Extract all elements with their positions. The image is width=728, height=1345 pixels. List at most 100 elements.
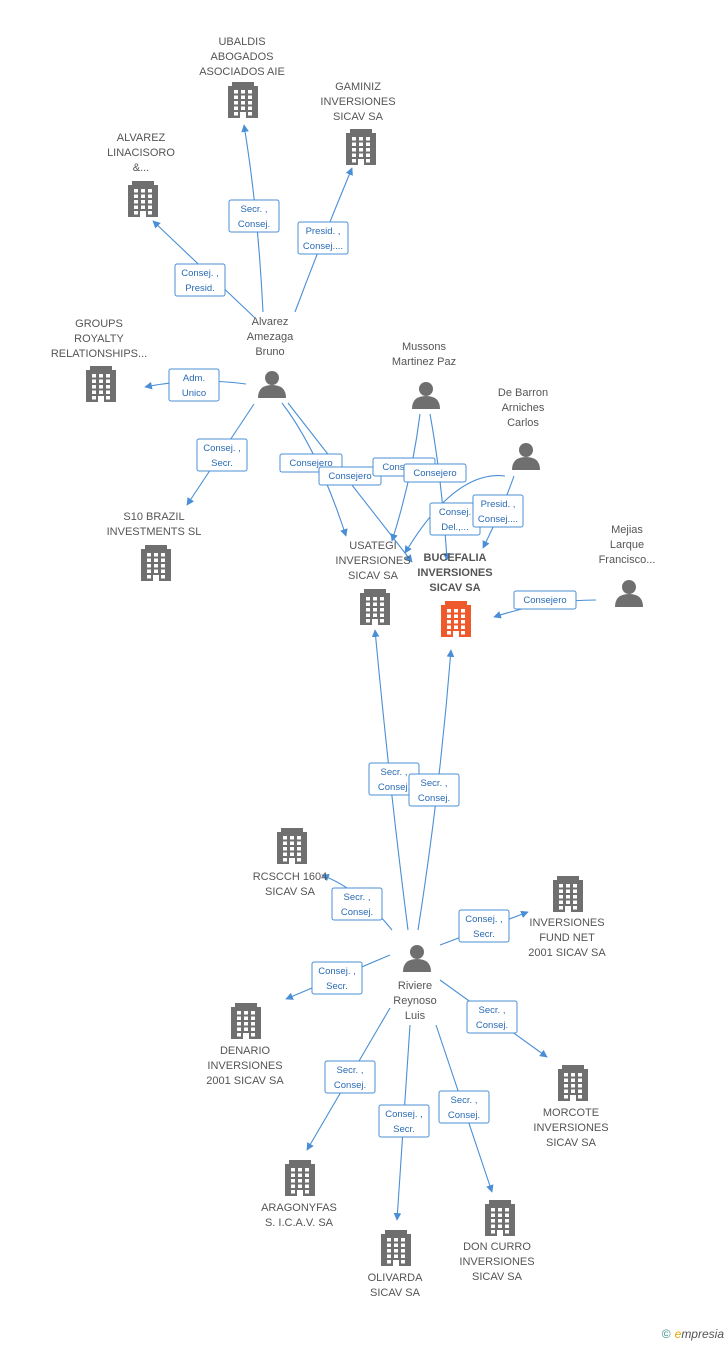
node-label-line: Bruno — [255, 346, 284, 358]
edge-label-text: Consej. — [418, 793, 450, 804]
node-label-line: SICAV SA — [429, 582, 480, 594]
edge-label-box — [196, 438, 248, 472]
edge-label-riviere-to-doncurro[interactable]: Secr. ,Consej. — [438, 1090, 490, 1124]
building-icon — [346, 129, 376, 165]
node-s10[interactable]: S10 BRAZIL INVESTMENTS SL — [107, 511, 202, 581]
node-mejias[interactable]: MejiasLarqueFrancisco... — [599, 524, 656, 607]
edge-label-text: Consej. — [378, 782, 410, 793]
edge-label-riviere-to-morcote[interactable]: Secr. ,Consej. — [466, 1000, 518, 1034]
edge-label-text: Consejero — [328, 471, 371, 482]
node-label-line: UBALDIS — [218, 36, 265, 48]
edge-label-text: Consej.... — [303, 241, 343, 252]
building-icon — [277, 828, 307, 864]
edge-label-box — [331, 887, 383, 921]
node-label-line: ROYALTY — [74, 333, 124, 345]
edge-label-text: Presid. , — [306, 226, 341, 237]
edge-label-alvarez_bruno-to-groups[interactable]: Adm.Unico — [168, 368, 220, 402]
node-label-line: DENARIO — [220, 1045, 271, 1057]
edge-label-riviere-to-aragonyfas[interactable]: Secr. ,Consej. — [324, 1060, 376, 1094]
node-label-line: INVERSIONES — [459, 1256, 534, 1268]
edge-label-box — [311, 961, 363, 995]
edge-label-text: Consejero — [289, 458, 332, 469]
node-ubaldis[interactable]: UBALDIS ABOGADOS ASOCIADOS AIE — [199, 36, 285, 118]
node-label-line: OLIVARDA — [368, 1272, 423, 1284]
node-label-line: INVESTMENTS SL — [107, 526, 202, 538]
building-icon — [381, 1230, 411, 1266]
node-label-line: Martinez Paz — [392, 356, 456, 368]
edge-label-box — [408, 773, 460, 807]
edge-label-text: Secr. — [473, 929, 495, 940]
node-label-line: INVERSIONES — [335, 555, 410, 567]
edge-label-riviere-to-fundnet[interactable]: Consej. ,Secr. — [458, 909, 510, 943]
edge-labels-layer: Secr. ,Consej.Presid. ,Consej....Consej.… — [168, 199, 577, 1138]
node-label-line: DON CURRO — [463, 1241, 531, 1253]
node-label-line: S10 BRAZIL — [123, 511, 184, 523]
edge-debarron-to-usategi — [404, 475, 506, 554]
building-icon — [141, 545, 171, 581]
node-label-line: Arniches — [502, 402, 545, 414]
node-label-line: ALVAREZ — [117, 132, 166, 144]
edge-label-riviere-to-bucefalia[interactable]: Secr. ,Consej. — [408, 773, 460, 807]
brand-logo-initial: e — [674, 1327, 682, 1341]
person-icon — [615, 580, 643, 607]
node-label-line: ABOGADOS — [211, 51, 274, 63]
node-label-line: SICAV SA — [546, 1137, 597, 1149]
node-groups[interactable]: GROUPSROYALTYRELATIONSHIPS... — [51, 318, 147, 402]
edge-label-text: Secr. , — [381, 767, 408, 778]
edge-label-text: Secr. , — [479, 1005, 506, 1016]
edge-label-box — [228, 199, 280, 233]
edge-label-text: Secr. , — [241, 204, 268, 215]
node-alvarez_lin[interactable]: ALVAREZLINACISORO&... — [107, 132, 175, 217]
node-label-line: De Barron — [498, 387, 548, 399]
person-icon — [412, 382, 440, 409]
edge-label-riviere-to-denario[interactable]: Consej. ,Secr. — [311, 961, 363, 995]
building-icon — [553, 876, 583, 912]
building-icon — [485, 1200, 515, 1236]
building-icon — [441, 601, 471, 637]
edge-label-debarron-to-usategi[interactable]: Consejero — [403, 463, 467, 483]
node-label-line: 2001 SICAV SA — [206, 1075, 284, 1087]
edge-label-alvarez_bruno-to-gaminiz[interactable]: Presid. , Consej.... — [297, 221, 349, 255]
edge-label-text: Secr. , — [337, 1065, 364, 1076]
edge-label-mejias-to-bucefalia[interactable]: Consejero — [513, 590, 577, 610]
edge-label-alvarez_bruno-to-ubaldis[interactable]: Secr. ,Consej. — [228, 199, 280, 233]
edge-label-box — [174, 263, 226, 297]
edge-label-alvarez_bruno-to-s10[interactable]: Consej. ,Secr. — [196, 438, 248, 472]
edge-label-text: Secr. — [393, 1124, 415, 1135]
edge-label-text: Adm. — [183, 373, 205, 384]
node-label-line: Carlos — [507, 417, 539, 429]
edge-label-box — [403, 463, 467, 483]
node-label-line: MORCOTE — [543, 1107, 599, 1119]
edge-label-debarron-to-bucefalia[interactable]: Presid. ,Consej.... — [472, 494, 524, 528]
copyright-symbol: © — [661, 1327, 671, 1341]
edge-label-text: Consej. , — [318, 966, 356, 977]
edge-label-alvarez_bruno-to-bucefalia[interactable]: Consejero — [318, 466, 382, 486]
node-label-line: ARAGONYFAS — [261, 1202, 337, 1214]
node-label-line: RELATIONSHIPS... — [51, 348, 147, 360]
edge-label-text: Consej. — [341, 907, 373, 918]
node-label-line: &... — [133, 162, 150, 174]
edge-label-text: Presid. — [185, 283, 215, 294]
edge-label-text: Consejero — [413, 468, 456, 479]
edge-label-riviere-to-olivarda[interactable]: Consej. ,Secr. — [378, 1104, 430, 1138]
edge-label-riviere-to-rcscch[interactable]: Secr. ,Consej. — [331, 887, 383, 921]
node-label-line: ASOCIADOS AIE — [199, 66, 285, 78]
node-label-line: SICAV SA — [333, 111, 384, 123]
node-label-line: Luis — [405, 1010, 426, 1022]
edge-label-alvarez_bruno-to-alvarez_lin[interactable]: Consej. ,Presid. — [174, 263, 226, 297]
node-label-line: Reynoso — [393, 995, 436, 1007]
